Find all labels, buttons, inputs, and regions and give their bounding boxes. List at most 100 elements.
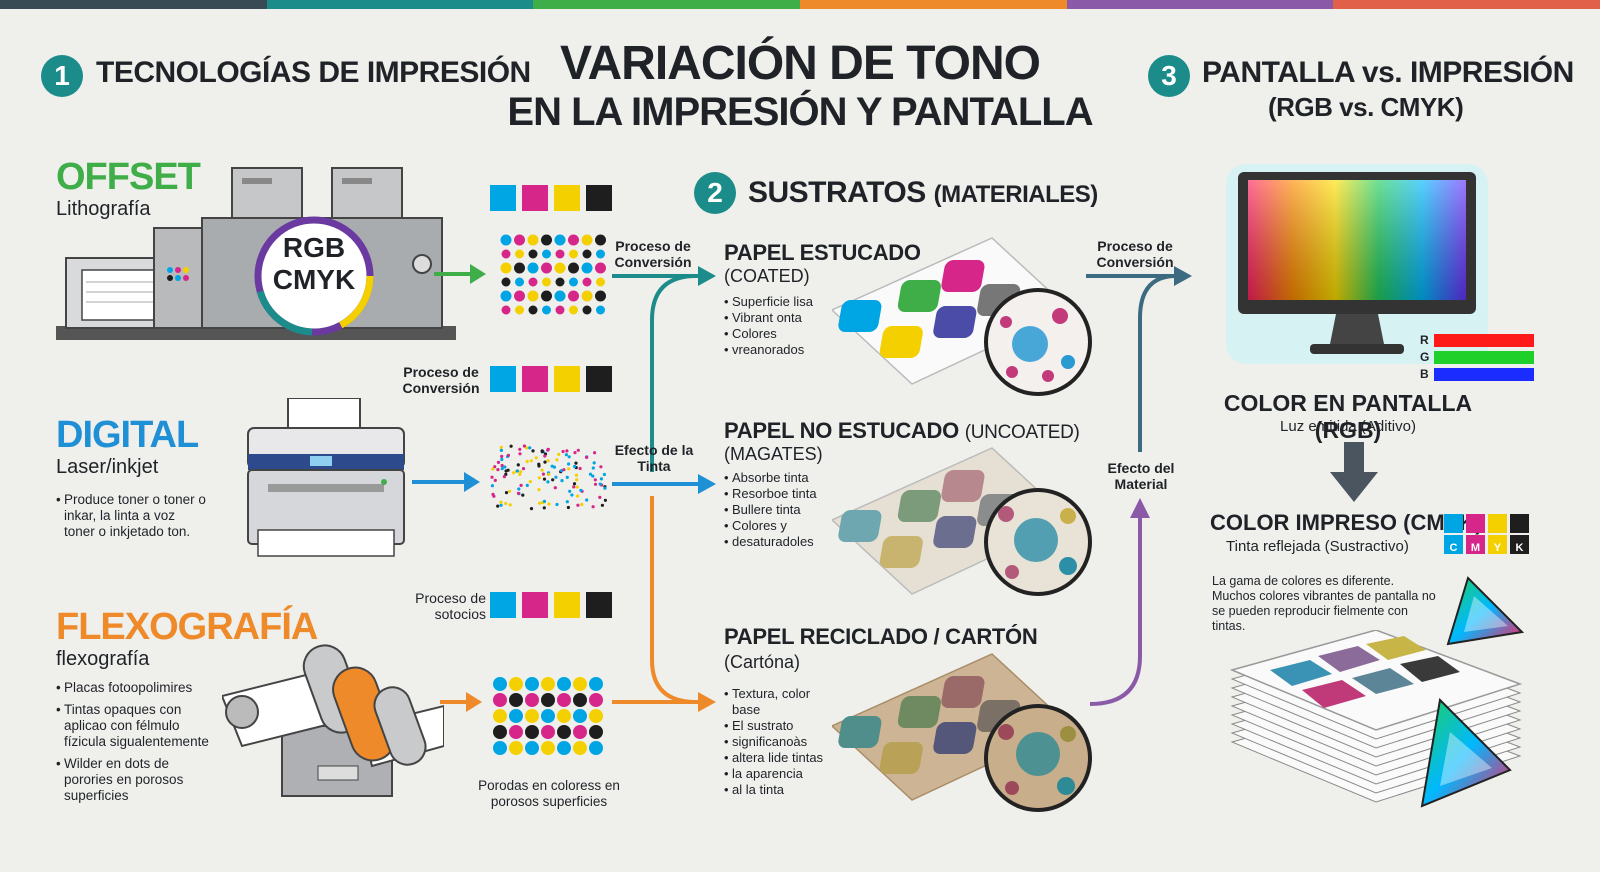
scatter-dot: [525, 446, 529, 450]
scatter-dot: [541, 472, 545, 476]
flexo-dot: [493, 709, 507, 723]
paper-bullet: al la tinta: [724, 782, 838, 798]
scatter-dot: [518, 452, 522, 456]
halftone-dot: [527, 262, 539, 274]
scatter-dot: [554, 475, 558, 479]
flexo-arrow: [440, 692, 482, 712]
scatter-dot: [576, 494, 580, 498]
main-title: VARIACIÓN DE TONO: [560, 37, 1041, 90]
scatter-dot: [546, 480, 550, 484]
scatter-dot: [528, 480, 532, 484]
digital-subtitle: Laser/inkjet: [56, 456, 159, 478]
scatter-dot: [506, 468, 510, 472]
scatter-dot: [546, 459, 550, 463]
scatter-dot: [529, 459, 533, 463]
top-color-strip: [0, 0, 1600, 9]
proceso-conversion-label-b: Proceso de Conversión: [1096, 238, 1174, 270]
flexo-dot: [557, 677, 571, 691]
section3-heading2: (RGB vs. CMYK): [1268, 92, 1464, 122]
halftone-dot: [501, 249, 511, 259]
scatter-dot: [599, 477, 603, 481]
paper-bullet: Colores y: [724, 518, 834, 534]
rgb-bar-blue: [1434, 368, 1534, 381]
screen-color-title: COLOR EN PANTALLA (RGB): [1223, 390, 1473, 443]
cmyk-chip-k: [1510, 514, 1529, 533]
halftone-dot: [527, 234, 539, 246]
scatter-dot: [529, 507, 534, 511]
scatter-dot: [542, 499, 547, 503]
halftone-dot: [541, 234, 552, 246]
halftone-dot: [542, 305, 551, 315]
scatter-dot: [599, 465, 603, 469]
flexo-dot: [525, 693, 539, 707]
scatter-dot: [598, 482, 602, 486]
digital-printer-illustration: [247, 398, 405, 557]
paper-bullet: desaturadoles: [724, 534, 834, 550]
scatter-dot: [512, 471, 516, 475]
section3-number: 3: [1148, 55, 1190, 97]
halftone-dot: [581, 290, 593, 302]
scatter-dot: [551, 478, 555, 482]
rgb-bar-red: [1434, 334, 1534, 347]
flexo-dot: [525, 741, 539, 755]
scatter-dot: [516, 491, 521, 495]
scatter-dot: [537, 488, 541, 492]
flexo-dot: [541, 725, 555, 739]
halftone-dot: [596, 277, 605, 287]
paper-coated-sub: (COATED): [724, 266, 810, 286]
offset-halftone-dots: [500, 234, 606, 315]
porous-note: Porodas en coloress en porosos superfici…: [478, 778, 620, 809]
halftone-dot: [514, 234, 525, 246]
flexo-dot: [557, 693, 571, 707]
scatter-dot: [550, 464, 554, 468]
scatter-dot: [593, 482, 598, 486]
halftone-dot: [528, 305, 538, 315]
scatter-dot: [572, 482, 577, 486]
scatter-dot: [522, 444, 526, 448]
down-arrow: [1330, 442, 1378, 502]
paper-bullet: Resorboe tinta: [724, 486, 834, 502]
screen-color-subtitle: Luz emitida (Aditivo): [1280, 418, 1416, 435]
scatter-dot: [509, 444, 513, 448]
paper-uncoated-sample: [832, 447, 1072, 595]
halftone-dot: [515, 305, 524, 315]
efecto-material-label: Efecto del Material: [1107, 460, 1175, 492]
gamut-diagram-small: [1446, 576, 1524, 646]
flexo-dot: [573, 709, 587, 723]
halftone-dot: [581, 234, 593, 246]
digital-title: DIGITAL: [56, 414, 199, 456]
scatter-dot: [591, 505, 595, 509]
paper-bullet: El sustrato: [724, 718, 838, 734]
scatter-dot: [499, 448, 503, 452]
paper-uncoated-name: PAPEL NO ESTUCADO: [724, 418, 959, 443]
scatter-dot: [493, 465, 497, 469]
flexo-dot: [589, 709, 603, 723]
scatter-dot: [537, 476, 541, 480]
scatter-dot: [518, 447, 522, 451]
scatter-dot: [508, 503, 512, 507]
halftone-dot: [595, 290, 606, 302]
section2-number: 2: [694, 172, 736, 214]
scatter-dot: [580, 502, 584, 507]
scatter-dot: [579, 488, 583, 492]
paper-uncoated-title: PAPEL NO ESTUCADO (UNCOATED): [724, 418, 1080, 444]
scatter-dot: [565, 449, 569, 453]
paper-bullet: la aparencia: [724, 766, 838, 782]
flexo-dot: [557, 725, 571, 739]
scatter-dot: [534, 456, 538, 460]
scatter-dot: [570, 493, 574, 497]
print-color-title: COLOR IMPRESO (CMYK): [1210, 510, 1483, 535]
cmyk-chip-c: [1444, 514, 1463, 533]
monitor-illustration: [1226, 164, 1488, 364]
flexo-dot: [557, 709, 571, 723]
scatter-dot: [574, 473, 579, 477]
paper-coated-name: PAPEL ESTUCADO: [724, 240, 921, 265]
flexo-dot: [589, 725, 603, 739]
flexo-dot: [509, 677, 523, 691]
halftone-dot: [542, 277, 551, 287]
scatter-dot: [603, 486, 607, 490]
flexo-dot: [541, 677, 555, 691]
scatter-dot: [572, 485, 576, 489]
scatter-dot: [574, 461, 578, 465]
halftone-dot: [515, 249, 524, 259]
